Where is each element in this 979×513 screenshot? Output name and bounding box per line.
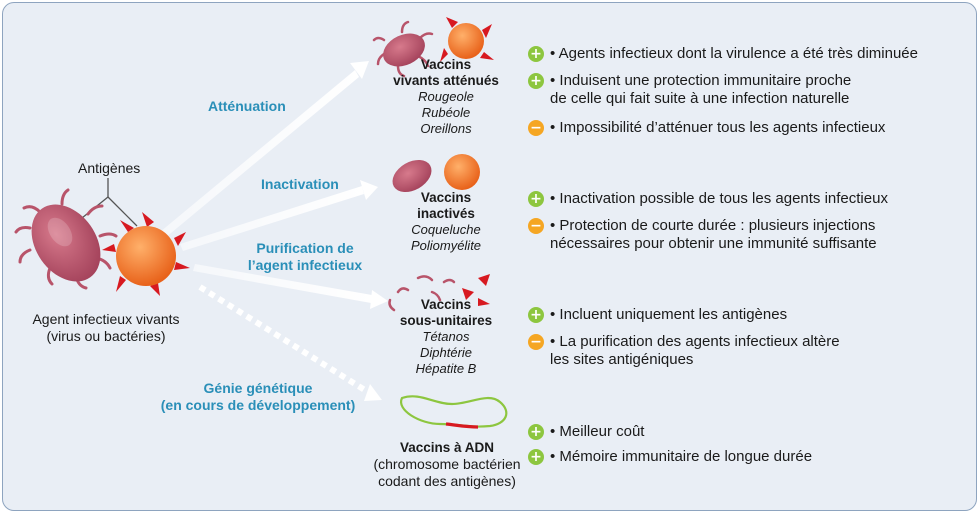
live-bacterium-icon [14, 188, 118, 290]
point-text: • Agents infectieux dont la virulence a … [550, 45, 918, 62]
point-text: • Induisent une protection immunitaire p… [550, 72, 852, 107]
point-text: • Inactivation possible de tous les agen… [550, 190, 888, 207]
method-label-inactivation: Inactivation [261, 176, 339, 192]
plus-icon: + [528, 73, 544, 89]
vaccine-example: Coqueluche [411, 222, 481, 237]
point-item: + • Agents infectieux dont la virulence … [528, 45, 918, 63]
vaccine-attenuated-title-line2: vivants atténués [393, 73, 499, 88]
vaccine-dna-sub-line1: (chromosome bactérien [373, 456, 521, 472]
method-label-attenuation: Atténuation [208, 98, 286, 114]
dna-chromosome-icon [400, 395, 508, 429]
vaccine-attenuated: Vaccins vivants atténués Rougeole Rubéol… [384, 57, 508, 137]
arrow-purification [193, 264, 388, 309]
minus-icon: − [528, 334, 544, 350]
plus-icon: + [528, 307, 544, 323]
live-agent-label: Agent infectieux vivants (virus ou bacté… [6, 311, 206, 345]
point-text: • Incluent uniquement les antigènes [550, 306, 788, 323]
inactivated-virus-icon [444, 154, 480, 190]
vaccine-subunit-title-line1: Vaccins [420, 297, 472, 312]
antigens-label: Antigènes [78, 160, 141, 176]
minus-icon: − [528, 218, 544, 234]
vaccine-example: Hépatite B [415, 361, 477, 376]
vaccine-inactivated-title-line1: Vaccins [420, 190, 472, 205]
plus-icon: + [528, 449, 544, 465]
attenuated-bacterium-icon [372, 20, 434, 78]
vaccine-subunit-title-line2: sous-unitaires [399, 313, 493, 328]
point-item: + • Incluent uniquement les antigènes [528, 306, 787, 324]
plus-icon: + [528, 46, 544, 62]
point-text: • Impossibilité d’atténuer tous les agen… [550, 119, 886, 136]
arrow-genetic-engineering [198, 284, 382, 401]
minus-icon: − [528, 120, 544, 136]
live-agent-label-line1: Agent infectieux vivants [32, 311, 180, 327]
method-label-purification-line2: l’agent infectieux [247, 257, 363, 273]
vaccine-attenuated-title-line1: Vaccins [420, 57, 472, 72]
point-item: + • Mémoire immunitaire de longue durée [528, 448, 812, 466]
method-label-genetic-engineering: Génie génétique (en cours de développeme… [150, 380, 366, 414]
vaccine-inactivated-title-line2: inactivés [417, 206, 475, 221]
point-text: • Meilleur coût [550, 423, 645, 440]
method-label-purification: Purification de l’agent infectieux [238, 240, 372, 274]
vaccine-dna: Vaccins à ADN (chromosome bactérien coda… [360, 440, 534, 490]
subunit-antigen-fragments-icon [388, 274, 490, 312]
point-item: + • Induisent une protection immunitaire… [528, 72, 851, 108]
method-label-genetic-line1: Génie génétique [203, 380, 313, 396]
point-item: − • Impossibilité d’atténuer tous les ag… [528, 119, 885, 137]
point-item: − • La purification des agents infectieu… [528, 333, 840, 369]
method-label-genetic-line2: (en cours de développement) [160, 397, 356, 413]
vaccine-example: Oreillons [420, 121, 472, 136]
point-item: − • Protection de courte durée : plusieu… [528, 217, 877, 253]
vaccine-dna-title: Vaccins à ADN [399, 440, 495, 455]
vaccine-example: Tétanos [422, 329, 470, 344]
vaccine-example: Poliomyélite [410, 238, 482, 253]
plus-icon: + [528, 424, 544, 440]
arrow-inactivation [180, 180, 378, 251]
antigen-pointer-lines [81, 178, 138, 227]
point-text: • La purification des agents infectieux … [550, 333, 840, 368]
arrow-attenuation [160, 61, 369, 238]
vaccine-inactivated: Vaccins inactivés Coqueluche Poliomyélit… [384, 190, 508, 254]
vaccine-example: Rubéole [421, 105, 471, 120]
point-item: + • Meilleur coût [528, 423, 644, 441]
live-virus-icon [102, 212, 190, 296]
point-text: • Mémoire immunitaire de longue durée [550, 448, 813, 465]
method-label-purification-line1: Purification de [256, 240, 354, 256]
vaccine-subunit: Vaccins sous-unitaires Tétanos Diphtérie… [384, 297, 508, 377]
point-text: • Protection de courte durée : plusieurs… [550, 217, 877, 252]
live-agent-label-line2: (virus ou bactéries) [46, 328, 166, 344]
vaccine-dna-sub-line2: codant des antigènes) [378, 473, 516, 489]
inactivated-bacterium-icon [392, 159, 432, 193]
point-item: + • Inactivation possible de tous les ag… [528, 190, 888, 208]
vaccine-example: Rougeole [418, 89, 474, 104]
attenuated-virus-icon [440, 17, 494, 62]
plus-icon: + [528, 191, 544, 207]
vaccine-example: Diphtérie [419, 345, 473, 360]
